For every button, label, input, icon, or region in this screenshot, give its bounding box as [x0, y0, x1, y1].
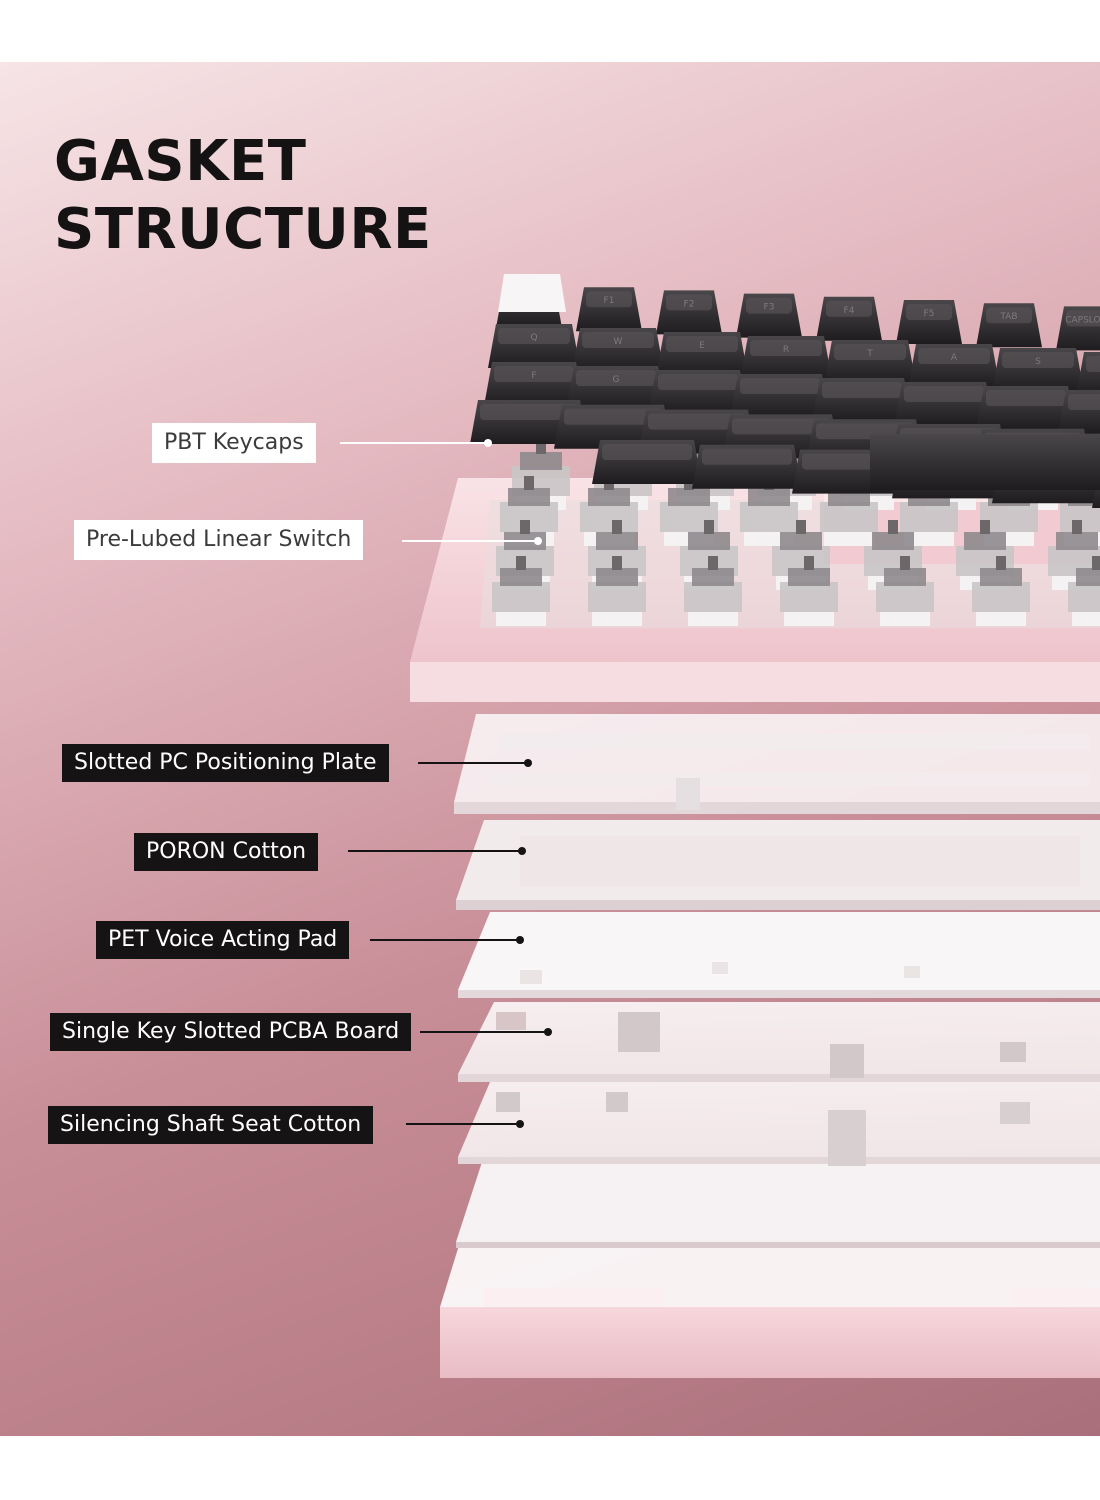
label-pbt-keycaps: PBT Keycaps [152, 423, 316, 463]
keycap: R [740, 336, 832, 380]
keycap: Q [488, 324, 580, 368]
label-pcba-board: Single Key Slotted PCBA Board [50, 1013, 411, 1051]
poron-layer [456, 820, 1100, 910]
silencing-cotton-layer [458, 1082, 1100, 1166]
keycap-legend: Q [530, 333, 537, 343]
keycap: F2 [656, 290, 722, 334]
keycap-legend: W [614, 337, 623, 347]
keycap: S [992, 348, 1084, 392]
keycap: F5 [896, 300, 962, 344]
label-pet-pad: PET Voice Acting Pad [96, 921, 349, 959]
leader-dot-pcba [544, 1028, 552, 1036]
keycap-legend: F2 [684, 299, 695, 309]
keycap: F4 [816, 297, 882, 341]
keycap-legend: F4 [844, 306, 855, 316]
keycap: E [656, 332, 748, 376]
keycap: F1 [576, 287, 642, 331]
keycap-legend: F3 [764, 303, 775, 313]
keycap-legend: CAPSLOCK [1065, 315, 1100, 325]
leader-dot-cotton [516, 1120, 524, 1128]
leader-dot-poron [518, 847, 526, 855]
keycap-legend: T [866, 349, 873, 359]
title-line-1: GASKET [54, 128, 432, 196]
esc-keycap [498, 274, 566, 312]
keycap: F3 [736, 294, 802, 338]
label-silencing-cotton: Silencing Shaft Seat Cotton [48, 1106, 373, 1144]
keycap-legend: F5 [924, 309, 935, 319]
keycap-legend: A [951, 353, 958, 363]
label-linear-switch: Pre-Lubed Linear Switch [74, 520, 363, 560]
keycap: W [572, 328, 664, 372]
label-poron-cotton: PORON Cotton [134, 833, 318, 871]
leader-line-pcba [420, 1031, 548, 1033]
pc-plate-layer [454, 714, 1100, 814]
pink-keycap-row [870, 434, 1100, 490]
keycap-legend: F [531, 371, 536, 381]
keycap-legend: F1 [604, 296, 615, 306]
keycap-legend: E [699, 341, 705, 351]
title-line-2: STRUCTURE [54, 196, 432, 264]
base-layer [456, 1162, 1100, 1248]
pcba-layer [458, 1002, 1100, 1082]
leader-dot-switch [534, 537, 542, 545]
keycap: T [824, 340, 916, 384]
leader-line-pet-pad [370, 939, 520, 941]
leader-dot-pc-plate [524, 759, 532, 767]
leader-line-switch [402, 540, 538, 542]
leader-line-pc-plate [418, 762, 528, 764]
leader-line-cotton [406, 1123, 520, 1125]
keycap: TAB [976, 303, 1042, 347]
label-pc-plate: Slotted PC Positioning Plate [62, 744, 389, 782]
keycap-legend: S [1035, 357, 1041, 367]
keycap [592, 440, 702, 484]
leader-line-poron [348, 850, 522, 852]
keycap: A [908, 344, 1000, 388]
pet-pad-layer [458, 912, 1100, 998]
keycap-legend: R [783, 345, 789, 355]
page-title: GASKET STRUCTURE [54, 128, 432, 264]
keycap [692, 445, 802, 489]
leader-dot-keycaps [484, 439, 492, 447]
keycap: CAPSLOCK [1056, 306, 1100, 350]
leader-line-keycaps [340, 442, 488, 444]
keycap-legend: TAB [999, 312, 1017, 322]
keycap-legend: G [613, 375, 620, 385]
product-poster: ESCF1F2F3F4F5TABCAPSLOCKQWERTASDFG GASKE… [0, 62, 1100, 1436]
leader-dot-pet-pad [516, 936, 524, 944]
bottom-case [440, 1242, 1100, 1378]
